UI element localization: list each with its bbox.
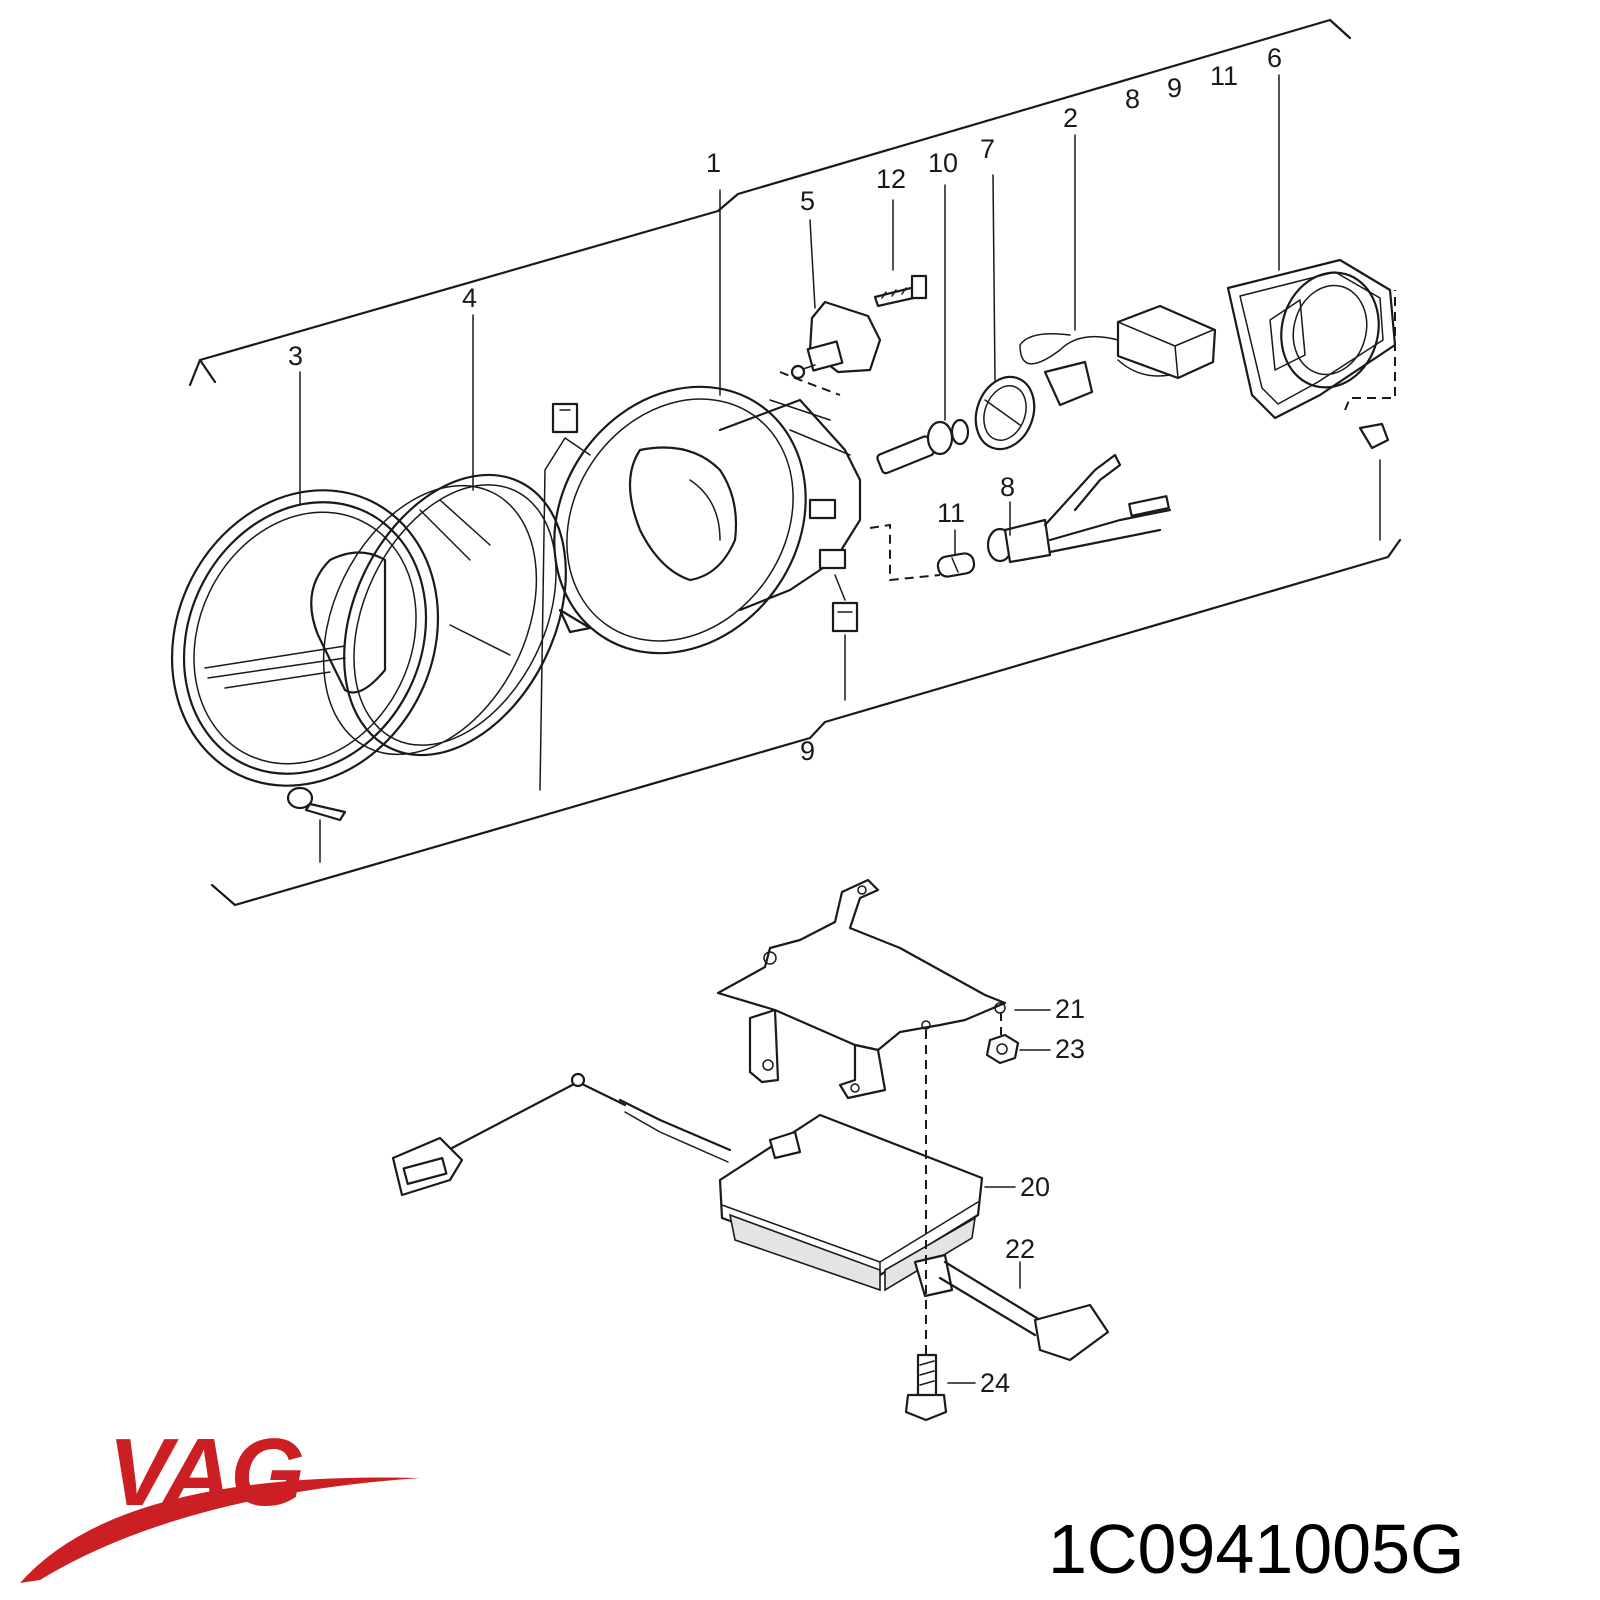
headlight-lens	[170, 489, 440, 787]
hex-nut	[985, 1033, 1020, 1065]
headlight-assembly	[170, 74, 1397, 863]
igniter-control-unit	[1019, 304, 1217, 407]
assembly-dashed-lines	[779, 290, 1396, 582]
callout-24: 24	[980, 1368, 1010, 1398]
callout-8: 8	[1000, 472, 1015, 502]
mounting-screw	[873, 274, 928, 308]
callout-11-top: 11	[1210, 61, 1238, 91]
callout-2: 2	[1063, 103, 1078, 133]
headlight-housing	[553, 385, 862, 655]
headlight-bulb	[876, 418, 970, 475]
logo-swoosh	[20, 1477, 420, 1583]
callout-12: 12	[876, 164, 906, 194]
callout-3: 3	[288, 341, 303, 371]
headlight-bezel	[322, 473, 567, 757]
adjuster-clip	[286, 786, 347, 822]
control-unit-group	[391, 878, 1110, 1422]
mounting-bolt	[904, 1353, 948, 1422]
callout-22: 22	[1005, 1234, 1035, 1264]
leveling-motor	[790, 300, 882, 380]
part-number: 1C0941005G	[1048, 1510, 1464, 1588]
logo-text: VAG	[108, 1419, 303, 1526]
callout-9-top: 9	[1167, 73, 1182, 103]
group-frame	[188, 18, 1402, 907]
retaining-clip-lower	[831, 601, 859, 633]
callout-4: 4	[462, 283, 477, 313]
retaining-clip-upper	[551, 402, 579, 434]
side-marker-bulb	[936, 552, 976, 578]
callout-11: 11	[937, 498, 965, 528]
ballast-control-module	[718, 1113, 984, 1292]
callout-8-top: 8	[1125, 84, 1140, 114]
callout-20: 20	[1020, 1172, 1050, 1202]
rear-cover	[1226, 258, 1397, 420]
wiring-harness-right	[913, 1253, 1110, 1362]
callout-10: 10	[928, 148, 958, 178]
small-connector-piece	[1358, 422, 1390, 450]
control-unit-dashed-axis	[925, 1012, 1002, 1355]
callout-1: 1	[706, 148, 721, 178]
callout-23: 23	[1055, 1034, 1085, 1064]
mounting-bracket	[716, 878, 1007, 1100]
wiring-harness-left	[391, 1072, 732, 1197]
callout-numbers: 3 4 1 5 12 10 7 2 8 9 11 6 11 8 9 21 23 …	[288, 43, 1282, 1398]
bulb-socket-harness	[986, 453, 1172, 564]
callout-leader-lines	[299, 74, 1381, 863]
control-unit-leaders	[947, 1009, 1051, 1384]
bulb-retaining-ring	[974, 375, 1036, 451]
callout-21: 21	[1055, 994, 1085, 1024]
callout-5: 5	[800, 186, 815, 216]
vag-logo: VAG	[20, 1419, 420, 1583]
callout-6: 6	[1267, 43, 1282, 73]
callout-7: 7	[980, 134, 995, 164]
callout-9: 9	[800, 736, 815, 766]
